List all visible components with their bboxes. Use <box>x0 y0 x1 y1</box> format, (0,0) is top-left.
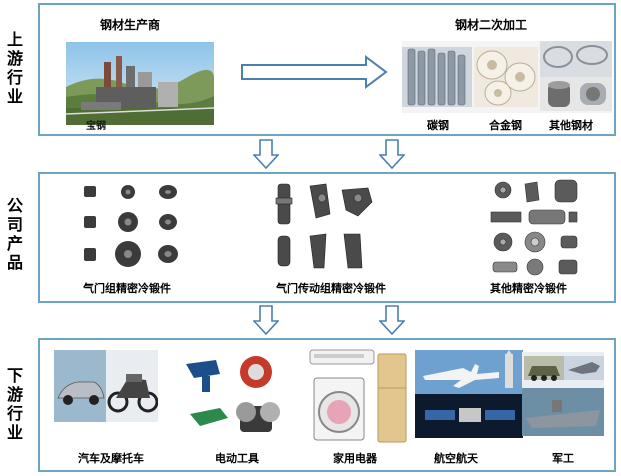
upstream-side-label: 上 游 行 业 <box>0 30 30 106</box>
downstream-panel: 汽车及摩托车 电动工具 家用电器 <box>38 338 616 472</box>
power-tools-image <box>180 350 294 440</box>
company-side-label: 公 司 产 品 <box>0 196 30 272</box>
downstream-label: 航空航天 <box>434 452 478 465</box>
automobile-motorcycle-image <box>54 350 158 422</box>
product-label: 其他精密冷锻件 <box>490 282 567 295</box>
downstream-side-char: 游 <box>6 385 23 404</box>
downstream-label: 汽车及摩托车 <box>78 452 144 465</box>
downstream-label: 电动工具 <box>215 452 259 465</box>
other-parts-image <box>485 178 585 278</box>
steel-type-label: 合金钢 <box>489 119 522 132</box>
upstream-right-arrow <box>241 55 388 89</box>
steel-processing-title: 钢材二次加工 <box>455 18 528 32</box>
steel-products-image <box>402 41 612 113</box>
product-label: 气门组精密冷锻件 <box>83 282 171 295</box>
down-arrow <box>379 305 405 335</box>
downstream-label: 家用电器 <box>333 452 377 465</box>
downstream-side-char: 行 <box>6 404 23 423</box>
down-arrow <box>253 139 279 169</box>
product-label: 气门传动组精密冷锻件 <box>276 282 386 295</box>
downstream-side-label: 下 游 行 业 <box>0 366 30 442</box>
company-side-char: 品 <box>6 253 23 272</box>
company-side-char: 公 <box>6 196 23 215</box>
company-side-char: 司 <box>6 215 23 234</box>
downstream-label: 军工 <box>552 452 574 465</box>
steel-plant-caption: 宝钢 <box>86 121 106 132</box>
downstream-side-char: 业 <box>6 423 23 442</box>
military-image <box>522 352 604 436</box>
company-products-panel: 气门组精密冷锻件 气门传动组精密冷锻件 <box>38 172 616 303</box>
valve-train-parts-image <box>270 180 380 272</box>
steel-plant-image <box>66 42 214 125</box>
upstream-side-char: 游 <box>6 49 23 68</box>
down-arrow <box>253 305 279 335</box>
valve-group-parts-image <box>78 180 188 272</box>
steel-type-label: 其他钢材 <box>549 119 593 132</box>
company-side-char: 产 <box>6 234 23 253</box>
aerospace-image <box>415 350 523 438</box>
upstream-side-char: 业 <box>6 87 23 106</box>
downstream-side-char: 下 <box>6 366 23 385</box>
down-arrow <box>379 139 405 169</box>
steel-type-label: 碳钢 <box>427 119 449 132</box>
upstream-panel: 钢材生产商 钢材二次加工 宝钢 <box>38 3 616 136</box>
upstream-side-char: 上 <box>6 30 23 49</box>
steel-producer-title: 钢材生产商 <box>100 18 161 32</box>
home-appliances-image <box>308 348 408 444</box>
upstream-side-char: 行 <box>6 68 23 87</box>
